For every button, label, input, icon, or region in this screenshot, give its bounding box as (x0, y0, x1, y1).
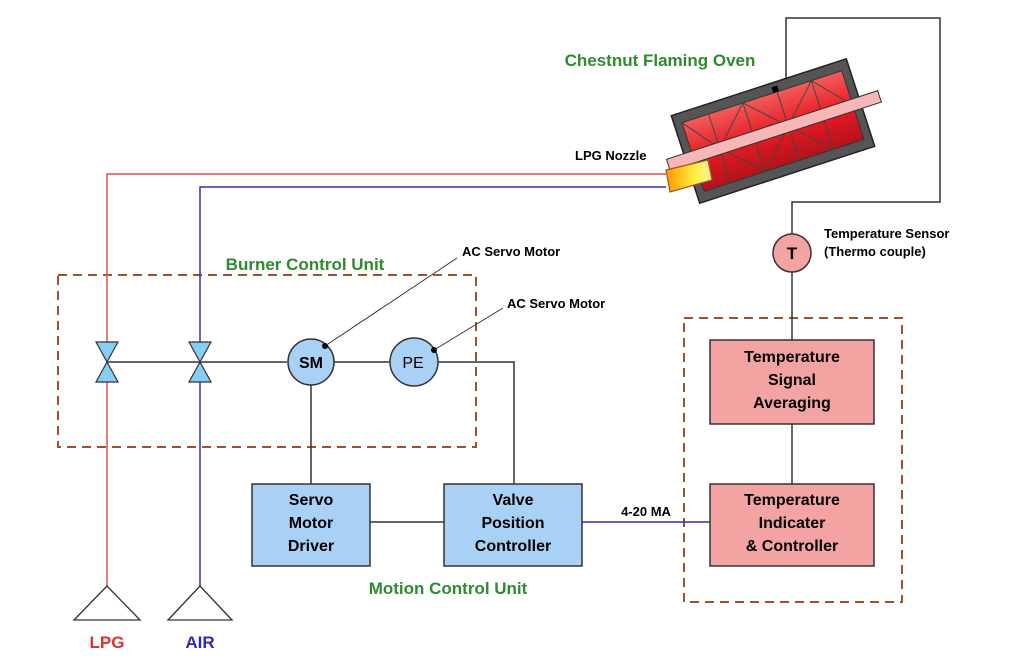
thermocouple-label: (Thermo couple) (824, 244, 926, 259)
motion-unit-title: Motion Control Unit (369, 579, 528, 598)
valve-controller-line-2: Position (481, 515, 544, 532)
pe-feedback-line (438, 361, 515, 484)
averaging-line-3: Averaging (753, 395, 831, 412)
air-source-icon (166, 585, 234, 621)
temperature-averaging-box[interactable]: Temperature Signal Averaging (709, 339, 875, 425)
averaging-line-2: Signal (768, 372, 816, 389)
servo-motor-node[interactable]: SM (287, 338, 335, 386)
position-encoder-node[interactable]: PE (389, 337, 439, 387)
valve-controller-line-1: Valve (493, 492, 534, 509)
temperature-sensor-node-label: T (787, 244, 798, 263)
servo-motor-leader-1 (324, 257, 458, 347)
servo-motor-label-2: AC Servo Motor (507, 296, 605, 311)
chestnut-oven-icon (665, 57, 883, 205)
temperature-unit-boundary (683, 317, 903, 603)
averaging-line-1: Temperature (744, 349, 840, 366)
lpg-valve-icon[interactable] (94, 341, 120, 383)
temperature-sensor-node[interactable]: T (772, 233, 812, 273)
air-line (199, 186, 666, 586)
lpg-source-icon (72, 585, 142, 621)
lpg-nozzle-flame-icon (665, 159, 713, 193)
lpg-label: LPG (90, 633, 125, 652)
servo-driver-line-1: Servo (289, 492, 334, 509)
servo-motor-leader-2 (433, 307, 504, 351)
thermocouple-wire (785, 17, 941, 234)
air-label: AIR (185, 633, 214, 652)
air-valve-icon[interactable] (187, 341, 213, 383)
indicator-line-2: Indicater (759, 515, 826, 532)
indicator-line-3: & Controller (746, 538, 838, 555)
servo-driver-line-3: Driver (288, 538, 334, 555)
servo-motor-label-1: AC Servo Motor (462, 244, 560, 259)
burner-unit-title: Burner Control Unit (226, 255, 385, 274)
oven-title: Chestnut Flaming Oven (565, 51, 756, 70)
lpg-line (106, 173, 666, 586)
servo-motor-driver-box[interactable]: Servo Motor Driver (251, 483, 371, 567)
servo-motor-node-label: SM (299, 355, 323, 372)
temperature-indicator-controller-box[interactable]: Temperature Indicater & Controller (709, 483, 875, 567)
valve-position-controller-box[interactable]: Valve Position Controller (443, 483, 583, 567)
burner-unit-boundary (57, 274, 477, 448)
indicator-line-1: Temperature (744, 492, 840, 509)
servo-driver-line-2: Motor (289, 515, 333, 532)
current-signal-label: 4-20 MA (621, 504, 671, 519)
valve-controller-line-3: Controller (475, 538, 551, 555)
lpg-nozzle-label: LPG Nozzle (575, 148, 647, 163)
oven-sensor-point (771, 85, 779, 94)
temperature-sensor-label: Temperature Sensor (824, 226, 949, 241)
position-encoder-node-label: PE (402, 355, 423, 372)
